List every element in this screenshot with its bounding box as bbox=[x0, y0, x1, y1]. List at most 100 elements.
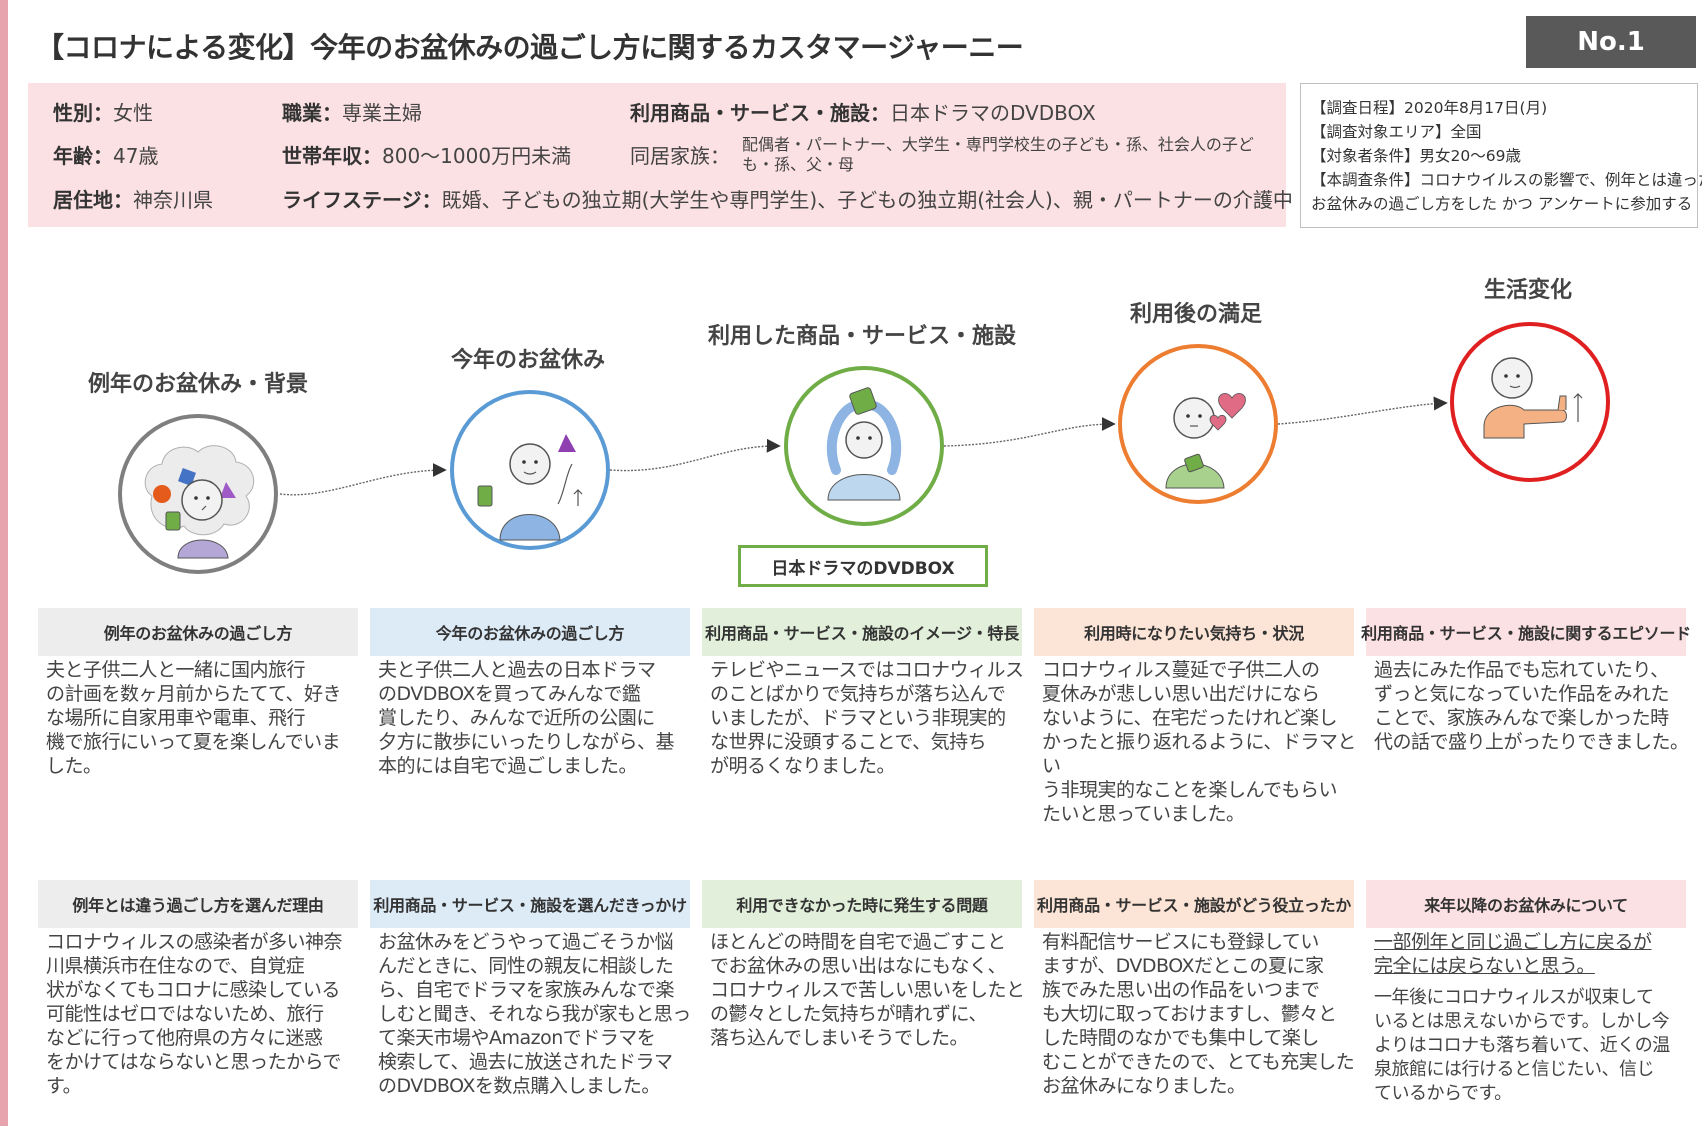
person-holding-item-icon bbox=[826, 387, 902, 501]
card-text-line: 代の話で盛り上がったりできました。 bbox=[1374, 731, 1689, 753]
stage-circle-4 bbox=[1118, 344, 1278, 504]
card-text-line: の計画を数ヶ月前からたてて、好き bbox=[46, 683, 342, 705]
card-text-line: 一年後にコロナウィルスが収束して bbox=[1374, 987, 1654, 1008]
card-text-line: ずっと気になっていた作品をみれた bbox=[1374, 683, 1670, 705]
card-text-line: 本的には自宅で過ごしました。 bbox=[378, 755, 638, 777]
card-body: 過去にみた作品でも忘れていたり、ずっと気になっていた作品をみれたことで、家族みん… bbox=[1374, 658, 1694, 754]
card-text-line: たいと思っていました。 bbox=[1042, 803, 1245, 825]
card-header: 利用商品・サービス・施設がどう役立ったか bbox=[1034, 880, 1354, 928]
card-text-line: な場所に自家用車や電車、飛行 bbox=[46, 707, 306, 729]
card-text-line: などに行って他府県の方々に迷惑 bbox=[46, 1027, 323, 1049]
card-text-line: のDVDBOXを数点購入しました。 bbox=[378, 1075, 660, 1097]
card-text-line: 落ち込んでしまいそうでした。 bbox=[710, 1027, 969, 1049]
profile-family-label: 同居家族： bbox=[630, 144, 730, 168]
card-text-line: した時間のなかでも集中して楽し bbox=[1042, 1027, 1319, 1049]
thought-cloud-person-icon bbox=[144, 445, 255, 559]
card-text-line: のDVDBOXを買ってみんなで鑑 bbox=[378, 683, 641, 705]
card-text-line: 泉旅館には行けると信じたい、信じ bbox=[1374, 1059, 1655, 1080]
card-text-line: コロナウィルスで苦しい思いをしたと bbox=[710, 979, 1025, 1001]
card-text-line: 機で旅行にいって夏を楽しんでいま bbox=[46, 731, 341, 753]
survey-target: 【対象者条件】男女20～69歳 bbox=[1311, 147, 1521, 165]
card-body: コロナウィルスの感染者が多い神奈川県横浜市在住なので、自覚症状がなくてもコロナに… bbox=[46, 930, 366, 1098]
card-text-line: も大切に取っておけますし、鬱々と bbox=[1042, 1003, 1337, 1025]
card-text-line: が明るくなりました。 bbox=[710, 755, 896, 777]
stage-label-3: 利用した商品・サービス・施設 bbox=[707, 324, 1017, 349]
card-body: お盆休みをどうやって過ごそうか悩んだときに、同性の親友に相談したら、自宅でドラマ… bbox=[378, 930, 698, 1098]
person-with-items-icon bbox=[477, 434, 583, 541]
card-header: 例年のお盆休みの過ごし方 bbox=[38, 608, 358, 656]
card-body: 有料配信サービスにも登録していますが、DVDBOXだとこの夏に家族でみた思い出の… bbox=[1042, 930, 1362, 1098]
profile-job: 職業：専業主婦 bbox=[282, 101, 422, 125]
page-title: 【コロナによる変化】今年のお盆休みの過ごし方に関するカスタマージャーニー bbox=[36, 31, 1024, 64]
survey-condition-cont: お盆休みの過ごし方をした かつ アンケートに参加する bbox=[1311, 195, 1693, 213]
card-text-line: した。 bbox=[46, 755, 102, 777]
profile-family: 配偶者・パートナー、大学生・専門学校生の子ども・孫、社会人の子ども・孫、父・母 bbox=[742, 135, 1254, 174]
stage-circle-3 bbox=[784, 366, 944, 526]
survey-conditions: 【調査日程】2020年8月17日(月) 【調査対象エリア】全国 【対象者条件】男… bbox=[1300, 83, 1702, 228]
card-body: コロナウィルス蔓延で子供二人の夏休みが悲しい思い出だけにならないように、在宅だっ… bbox=[1042, 658, 1362, 826]
card-body: テレビやニュースではコロナウィルスのことばかりで気持ちが落ち込んでいましたが、ド… bbox=[710, 658, 1030, 778]
card-text-line: 過去にみた作品でも忘れていたり、 bbox=[1374, 659, 1669, 681]
card-header: 利用商品・サービス・施設を選んだきっかけ bbox=[370, 880, 690, 928]
card-text-line: お盆休みをどうやって過ごそうか悩 bbox=[378, 931, 674, 953]
card-text-line: むことができたので、とても充実した bbox=[1042, 1051, 1355, 1073]
stage-circle-1 bbox=[118, 414, 278, 574]
profile-income: 世帯年収：800～1000万円未満 bbox=[282, 144, 572, 168]
card-header: 今年のお盆休みの過ごし方 bbox=[370, 608, 690, 656]
card-text-line: 夫と子供二人と一緒に国内旅行 bbox=[46, 659, 306, 681]
card-text-line: な世界に没頭することで、気持ち bbox=[710, 731, 987, 753]
page-number-badge: No.1 bbox=[1526, 16, 1696, 68]
card-text-line: をかけてはならないと思ったからです。 bbox=[46, 1051, 342, 1097]
card-text-line: ているからです。 bbox=[1374, 1083, 1512, 1104]
card-text-line: ないように、在宅だったけれど楽し bbox=[1042, 707, 1338, 729]
card-text-line: の鬱々とした気持ちが晴れずに、 bbox=[710, 1003, 987, 1025]
card-text-line: かったと振り返れるように、ドラマとい bbox=[1042, 731, 1356, 777]
card-text-line: 有料配信サービスにも登録してい bbox=[1042, 931, 1319, 953]
survey-date: 【調査日程】2020年8月17日(月) bbox=[1311, 99, 1548, 117]
stage-circle-5 bbox=[1450, 322, 1610, 482]
left-accent-bar bbox=[0, 0, 8, 1126]
connector-1 bbox=[279, 463, 447, 496]
card-body: 夫と子供二人と一緒に国内旅行の計画を数ヶ月前からたてて、好きな場所に自家用車や電… bbox=[46, 658, 366, 778]
card-text-line: う非現実的なことを楽しんでもらい bbox=[1042, 779, 1338, 801]
card-text-line: 可能性はゼロではないため、旅行 bbox=[46, 1003, 324, 1025]
persona-profile: 性別：女性 年齢：47歳 居住地：神奈川県 職業：専業主婦 世帯年収：800～1… bbox=[28, 83, 1293, 227]
stage-circle-2 bbox=[450, 390, 610, 550]
card-body: 夫と子供二人と過去の日本ドラマのDVDBOXを買ってみんなで鑑賞したり、みんなで… bbox=[378, 658, 698, 778]
card-text-line: コロナウィルスの感染者が多い神奈 bbox=[46, 931, 343, 953]
survey-area: 【調査対象エリア】全国 bbox=[1311, 123, 1482, 141]
card-text-line: いましたが、ドラマという非現実的 bbox=[710, 707, 1006, 729]
card-header: 利用商品・サービス・施設に関するエピソード bbox=[1361, 608, 1691, 656]
card-text-line: テレビやニュースではコロナウィルス bbox=[710, 659, 1024, 681]
card-text-line: 夏休みが悲しい思い出だけになら bbox=[1042, 683, 1320, 705]
card-text-line: 賞したり、みんなで近所の公園に bbox=[378, 707, 655, 729]
card-header: 利用時になりたい気持ち・状況 bbox=[1034, 608, 1354, 656]
card-text-line: て楽天市場やAmazonでドラマを bbox=[378, 1027, 656, 1049]
profile-gender: 性別：女性 bbox=[53, 101, 153, 125]
card-summary: 一部例年と同じ過ごし方に戻るが完全には戻らないと思う。 bbox=[1374, 930, 1694, 978]
summary-line: 一部例年と同じ過ごし方に戻るが bbox=[1374, 931, 1652, 953]
card-body: 一部例年と同じ過ごし方に戻るが完全には戻らないと思う。一年後にコロナウィルスが収… bbox=[1374, 930, 1694, 1106]
stage-label-5: 生活変化 bbox=[1483, 278, 1573, 303]
card-text-line: 族でみた思い出の作品をいつまで bbox=[1042, 979, 1320, 1001]
card-text-line: ますが、DVDBOXだとこの夏に家 bbox=[1042, 955, 1324, 977]
profile-lifestage: ライフステージ：既婚、子どもの独立期(大学生や専門学生)、子どもの独立期(社会人… bbox=[282, 188, 1293, 212]
person-thumbs-up-icon bbox=[1483, 357, 1583, 439]
survey-condition: 【本調査条件】コロナウイルスの影響で、例年とは違った bbox=[1311, 171, 1702, 189]
card-text-line: 検索して、過去に放送されたドラマ bbox=[378, 1051, 673, 1073]
card-body: ほとんどの時間を自宅で過ごすことでお盆休みの思い出はなにもなく、コロナウィルスで… bbox=[710, 930, 1030, 1050]
card-text-line: 夕方に散歩にいったりしながら、基 bbox=[378, 731, 675, 753]
card-text-line: ことで、家族みんなで楽しかった時 bbox=[1374, 707, 1669, 729]
stage-label-1: 例年のお盆休み・背景 bbox=[87, 372, 309, 397]
card-header: 利用できなかった時に発生する問題 bbox=[702, 880, 1022, 928]
profile-age: 年齢：47歳 bbox=[53, 144, 159, 168]
card-text-line: 夫と子供二人と過去の日本ドラマ bbox=[378, 659, 656, 681]
connector-4 bbox=[1277, 396, 1448, 425]
connector-3 bbox=[943, 417, 1116, 447]
card-text-line: ら、自宅でドラマを家族みんなで楽 bbox=[378, 979, 675, 1001]
card-text-line: よりはコロナも落ち着いて、近くの温 bbox=[1374, 1035, 1670, 1056]
card-text-line: しむと聞き、それなら我が家もと思っ bbox=[378, 1003, 691, 1025]
product-highlight-box: 日本ドラマのDVDBOX bbox=[738, 545, 988, 587]
stage-label-2: 今年のお盆休み bbox=[450, 348, 606, 373]
